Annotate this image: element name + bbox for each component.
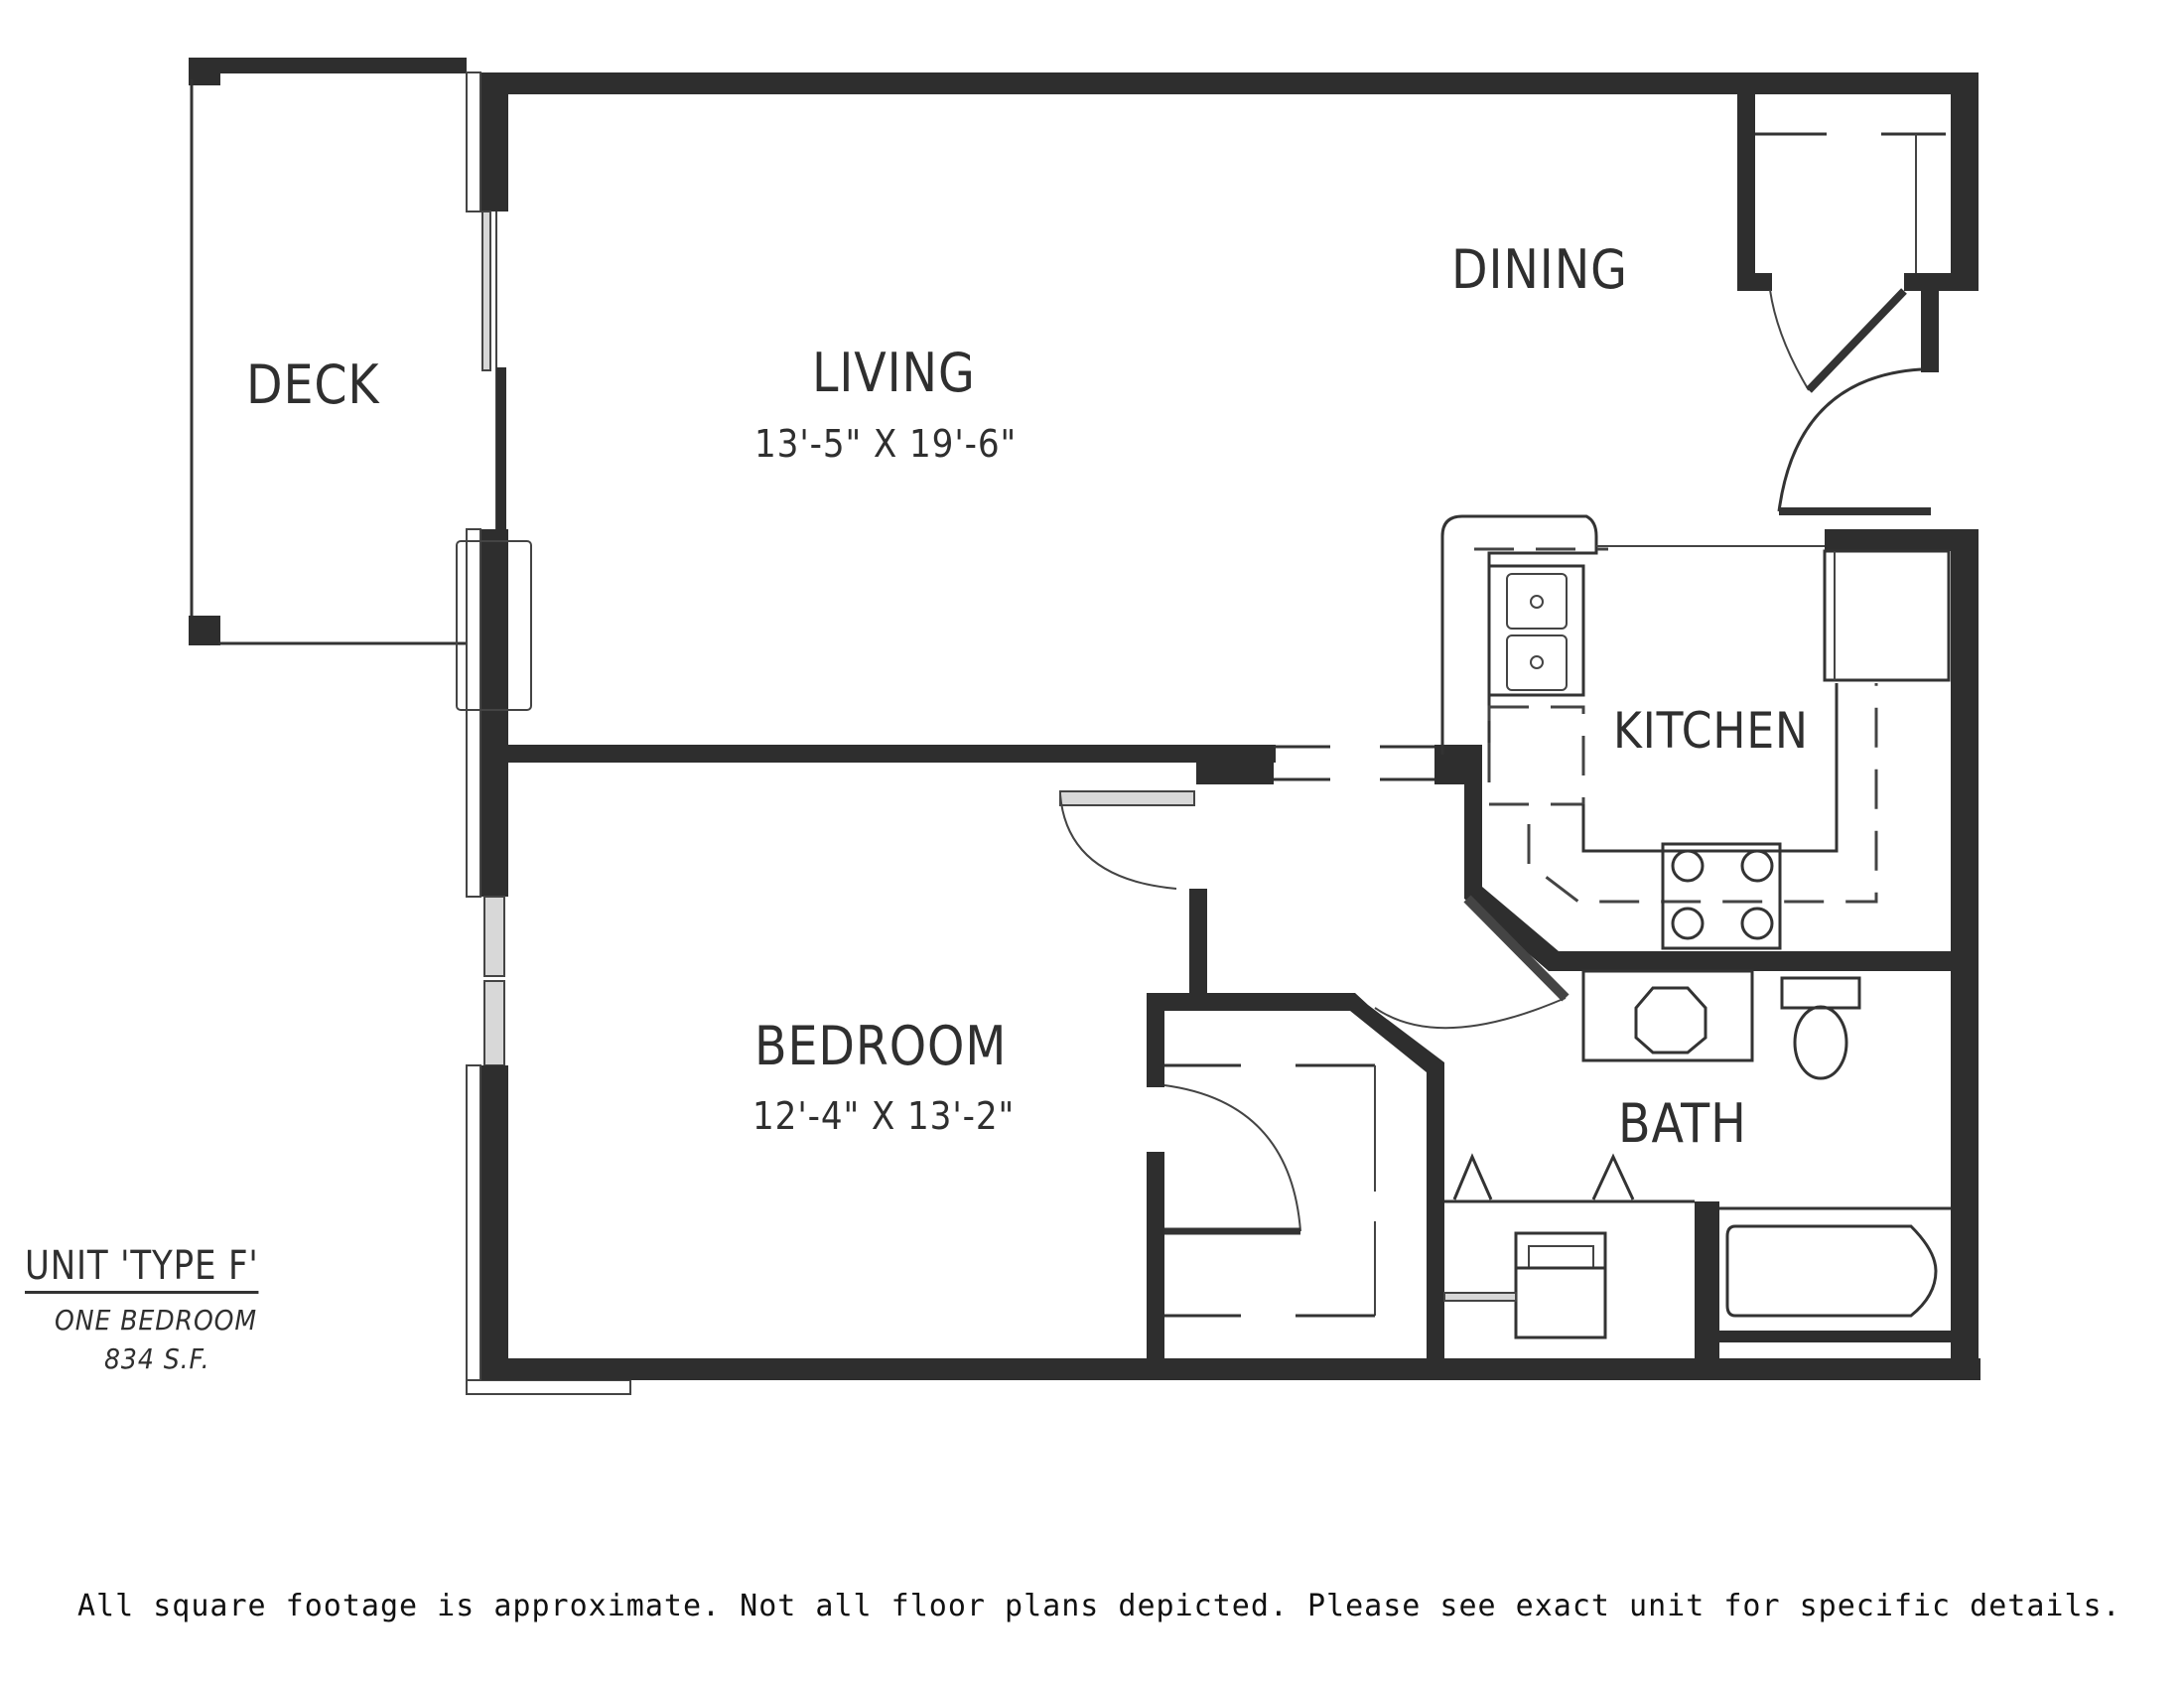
disclaimer-text: All square footage is approximate. Not a… <box>77 1589 2121 1623</box>
room-label-kitchen: KITCHEN <box>1613 702 1809 760</box>
kitchen-fixtures <box>1440 514 1951 950</box>
room-label-deck: DECK <box>246 353 380 416</box>
room-label-bedroom: BEDROOM <box>754 1015 1008 1077</box>
room-dimensions-bedroom: 12'-4" X 13'-2" <box>752 1094 1016 1138</box>
interior-walls <box>506 745 1951 1360</box>
closet-dining <box>1737 89 1964 393</box>
room-label-dining: DINING <box>1451 238 1628 301</box>
deck-outline <box>189 58 467 645</box>
room-label-living: LIVING <box>812 342 976 404</box>
unit-area: 834 S.F. <box>104 1342 210 1375</box>
exterior-walls <box>456 71 1980 1395</box>
unit-title: UNIT 'TYPE F' <box>25 1243 259 1294</box>
entry-door <box>1777 367 1979 551</box>
room-label-bath: BATH <box>1618 1092 1747 1155</box>
room-dimensions-living: 13'-5" X 19'-6" <box>754 422 1018 466</box>
unit-type: ONE BEDROOM <box>55 1304 258 1336</box>
bath-fixtures <box>1443 969 1951 1360</box>
